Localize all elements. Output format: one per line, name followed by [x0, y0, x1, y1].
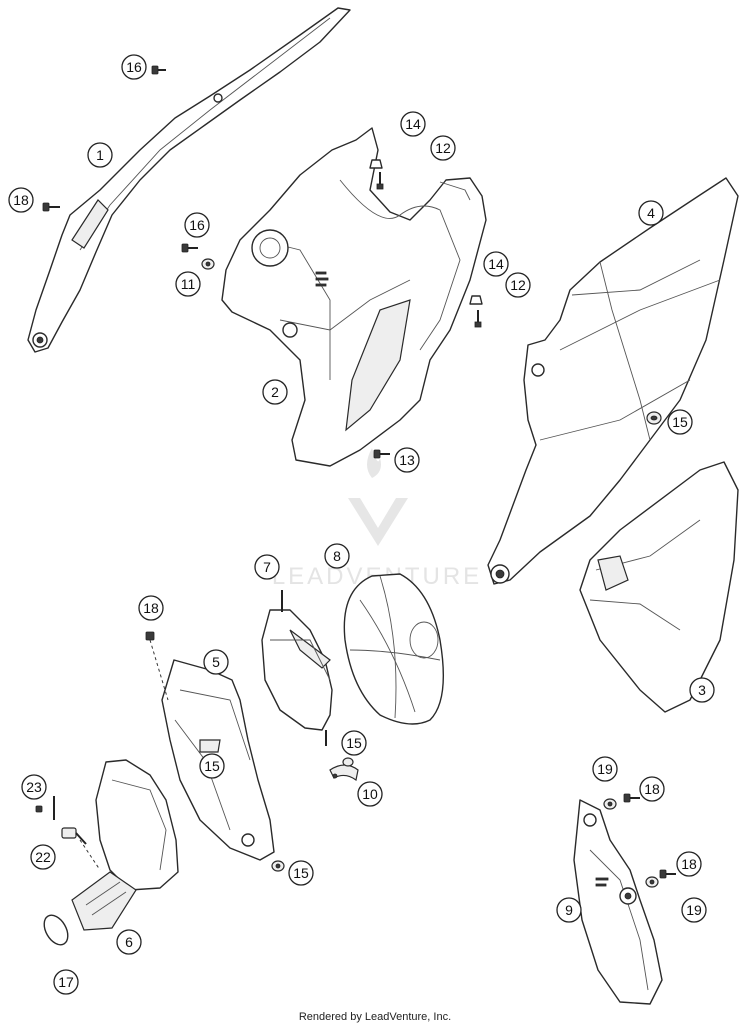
part-6-intake-boot: [71, 759, 179, 931]
callout-7: 7: [254, 554, 280, 580]
part-9-bracket: [573, 799, 663, 1005]
callout-19-bottom: 19: [681, 897, 707, 923]
svg-text:18: 18: [644, 781, 660, 797]
callout-16-mid: 16: [184, 212, 210, 238]
svg-text:14: 14: [488, 256, 504, 272]
callout-18-mid: 18: [138, 595, 164, 621]
svg-text:13: 13: [399, 452, 415, 468]
svg-text:23: 23: [26, 779, 42, 795]
cap-17: [43, 914, 69, 946]
svg-text:5: 5: [212, 654, 220, 670]
screw-16-mid: [181, 243, 198, 253]
svg-text:18: 18: [13, 192, 29, 208]
callout-18-bracket-top: 18: [639, 776, 665, 802]
svg-text:1: 1: [96, 147, 104, 163]
callout-15-intake: 15: [199, 753, 225, 779]
svg-text:10: 10: [362, 786, 378, 802]
callout-11: 11: [175, 271, 201, 297]
part-3-cover: [579, 461, 739, 713]
callout-23: 23: [21, 774, 47, 800]
callout-13: 13: [394, 447, 420, 473]
callout-6: 6: [116, 929, 142, 955]
screw-18-bracket-top: [623, 793, 640, 803]
svg-text:15: 15: [293, 865, 309, 881]
screw-16-top: [151, 65, 166, 75]
grommet-19-top: [603, 798, 617, 810]
svg-text:18: 18: [681, 856, 697, 872]
callout-10: 10: [357, 781, 383, 807]
callout-12-top: 12: [430, 135, 456, 161]
svg-text:9: 9: [565, 902, 573, 918]
callout-14-top: 14: [400, 111, 426, 137]
callout-17: 17: [53, 969, 79, 995]
svg-text:15: 15: [204, 758, 220, 774]
screw-23: [35, 796, 55, 820]
part-1-strut: [27, 7, 351, 353]
svg-text:15: 15: [346, 735, 362, 751]
svg-text:19: 19: [686, 902, 702, 918]
svg-text:22: 22: [35, 849, 51, 865]
svg-text:12: 12: [435, 140, 451, 156]
callout-14-right: 14: [483, 251, 509, 277]
callout-8: 8: [324, 543, 350, 569]
part-8-filter: [343, 573, 444, 725]
svg-text:11: 11: [181, 276, 196, 292]
grommet-11: [201, 258, 215, 270]
callout-19-top: 19: [592, 756, 618, 782]
grommet-15-bottom: [271, 860, 285, 872]
svg-text:17: 17: [58, 974, 74, 990]
grommet-15-panel: [646, 411, 662, 425]
svg-text:19: 19: [597, 761, 613, 777]
footer-credit: Rendered by LeadVenture, Inc.: [298, 1011, 452, 1023]
part-4-side-panel: [487, 177, 739, 585]
callout-22: 22: [30, 844, 56, 870]
callout-18-top: 18: [8, 187, 34, 213]
svg-text:15: 15: [672, 414, 688, 430]
grommet-19-bottom: [645, 876, 659, 888]
svg-text:8: 8: [333, 548, 341, 564]
clip-14-top: [369, 159, 384, 190]
callout-15-panel: 15: [667, 409, 693, 435]
callout-15-bottom: 15: [288, 860, 314, 886]
part-2-airbox: [221, 127, 487, 467]
callout-9: 9: [556, 897, 582, 923]
callout-12-right: 12: [505, 272, 531, 298]
svg-text:4: 4: [647, 205, 655, 221]
svg-text:12: 12: [510, 277, 526, 293]
clip-14-right: [469, 295, 483, 328]
watermark-logo: LEADVENTURE: [272, 448, 479, 590]
grommet-15-clamp: [342, 757, 354, 767]
svg-text:2: 2: [271, 384, 279, 400]
screw-18-top: [42, 202, 60, 212]
callout-5: 5: [203, 649, 229, 675]
part-7-filter-cage: [261, 590, 333, 746]
sensor-22: [61, 827, 101, 871]
clamp-10: [329, 764, 359, 782]
callout-2: 2: [262, 379, 288, 405]
screw-18-bracket-bottom: [659, 869, 676, 879]
callout-15-clamp: 15: [341, 730, 367, 756]
callout-1: 1: [87, 142, 113, 168]
screw-13: [373, 449, 390, 459]
svg-text:16: 16: [189, 217, 205, 233]
callout-3: 3: [689, 677, 715, 703]
callout-4: 4: [638, 200, 664, 226]
svg-text:14: 14: [405, 116, 421, 132]
callout-18-bracket-bottom: 18: [676, 851, 702, 877]
svg-text:6: 6: [125, 934, 133, 950]
svg-text:18: 18: [143, 600, 159, 616]
svg-text:7: 7: [263, 559, 271, 575]
svg-text:3: 3: [698, 682, 706, 698]
svg-text:16: 16: [126, 59, 142, 75]
callout-16-top: 16: [121, 54, 147, 80]
